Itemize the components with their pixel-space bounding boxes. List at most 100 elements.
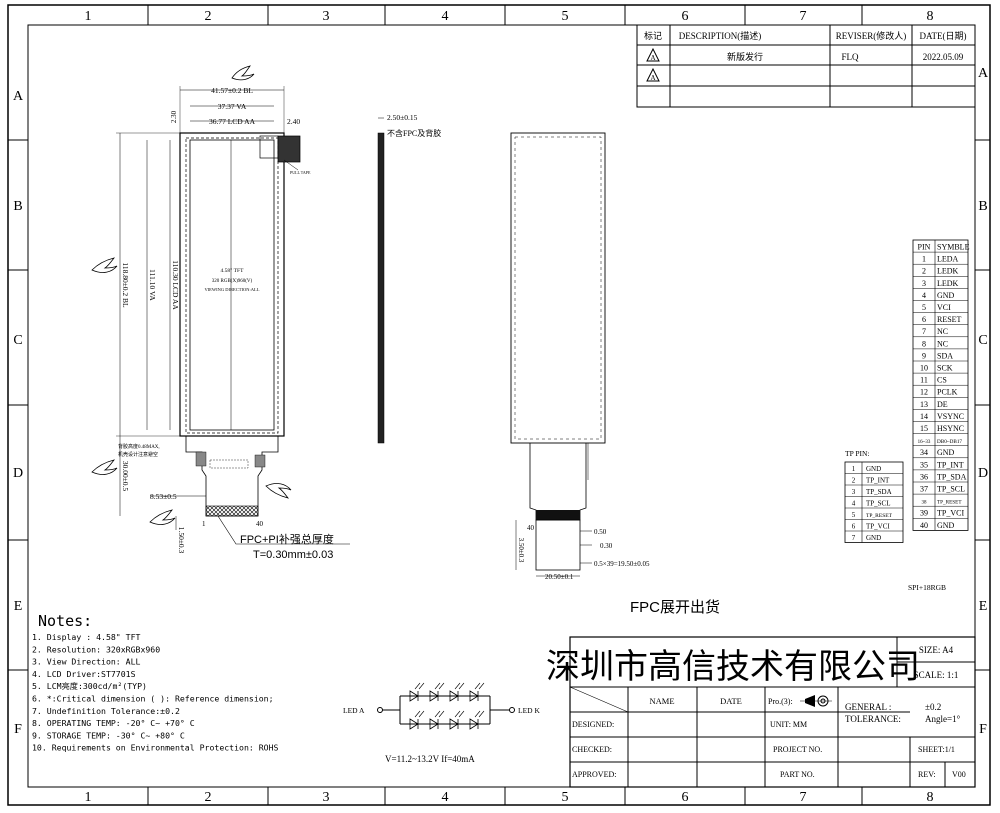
light-emission-icon xyxy=(434,710,445,718)
col-label-3: 3 xyxy=(323,9,330,24)
tp-pin-number: 4 xyxy=(852,500,856,508)
tp-pin-symbol: TP_SCL xyxy=(866,500,891,508)
pin-number: 14 xyxy=(920,412,928,421)
row-label-b: B xyxy=(13,199,22,214)
pin-number: 2 xyxy=(922,267,926,276)
fpc-component xyxy=(254,454,266,468)
screen-view-direction-label: VIEWING DIRECTION:ALL xyxy=(204,287,259,292)
tp-pin-number: 2 xyxy=(852,477,856,485)
projection-label: Pro.(3): xyxy=(768,697,793,706)
pin-symbol: PCLK xyxy=(937,388,958,397)
rev-header-reviser: REVISER(修改人) xyxy=(836,30,907,41)
note-item: 10. Requirements on Environmental Protec… xyxy=(32,743,279,753)
back-fpc-thick-dim: 0.30 xyxy=(600,542,613,550)
pin-symbol: LEDK xyxy=(937,279,959,288)
tp-pin-number: 5 xyxy=(852,511,856,519)
row-ticks xyxy=(8,139,990,671)
note-item: 3. View Direction: ALL xyxy=(32,657,141,667)
notes-title: Notes: xyxy=(38,612,92,630)
rev-mark-2: A xyxy=(650,74,655,82)
led-cathode-label: LED K xyxy=(518,706,540,715)
row-label-f: F xyxy=(14,722,22,737)
col-label-7: 7 xyxy=(800,9,807,24)
note-item: 9. STORAGE TEMP: -30° C~ +80° C xyxy=(32,730,185,740)
row-label-c: C xyxy=(13,333,22,348)
pin-symbol: HSYNC xyxy=(937,424,964,433)
critical-hand-icon xyxy=(231,65,255,81)
general-label: GENERAL : xyxy=(845,702,891,712)
col-label-5-bottom: 5 xyxy=(562,790,569,805)
pin-number: 16~33 xyxy=(918,440,931,445)
pin-symbol: TP_INT xyxy=(937,460,964,469)
pin-number: 9 xyxy=(922,351,926,360)
left-offset-dim: 2.30 xyxy=(170,110,178,123)
designed-label: DESIGNED: xyxy=(572,720,614,729)
side-note: 不含FPC及背胶 xyxy=(387,128,441,138)
right-offset-dim: 2.40 xyxy=(287,117,300,126)
pin-symbol: VCI xyxy=(937,303,951,312)
fpc-note-line1: 背胶高度0.48MAX, xyxy=(118,443,160,450)
project-no-label: PROJECT NO. xyxy=(773,745,822,754)
row-label-b-right: B xyxy=(978,199,987,214)
led-spec: V=11.2~13.2V If=40mA xyxy=(385,754,475,764)
pin-number: 38 xyxy=(922,501,928,506)
back-view: 40 0.50 0.30 0.5×39=19.50±0.05 3.50±0.3 … xyxy=(510,132,650,581)
aa-height-dim: 110.30 LCD AA xyxy=(171,260,180,310)
pull-tape-label: PULL TAPE xyxy=(290,170,311,175)
light-emission-icon xyxy=(434,682,445,690)
pin-symbol: CS xyxy=(937,376,947,385)
note-item: 7. Undefinition Tolerance:±0.2 xyxy=(32,706,180,716)
fpc-thickness-title: FPC+PI补强总厚度 xyxy=(240,532,334,546)
tolerance-label: TOLERANCE: xyxy=(845,714,901,724)
pin-symbol: DB0~DB17 xyxy=(937,439,962,445)
note-item: 1. Display : 4.58" TFT xyxy=(32,632,141,642)
pin-symbol: NC xyxy=(937,327,948,336)
pin-number: 40 xyxy=(920,521,928,530)
col-label-2: 2 xyxy=(205,9,212,24)
pin-number: 11 xyxy=(920,376,928,385)
led-diodes xyxy=(409,682,485,730)
note-item: 8. OPERATING TEMP: -20° C~ +70° C xyxy=(32,718,195,728)
col-label-2-bottom: 2 xyxy=(205,790,212,805)
led-anode-label: LED A xyxy=(343,706,365,715)
pin-number: 4 xyxy=(922,291,926,300)
part-no-label: PART NO. xyxy=(780,770,815,779)
col-label-8: 8 xyxy=(927,9,934,24)
col-label-8-bottom: 8 xyxy=(927,790,934,805)
front-view: PULL TAPE 4.58" TFT 320 RGB(X)960(V) VIE… xyxy=(91,65,350,561)
light-emission-icon xyxy=(454,710,465,718)
led-diode-icon xyxy=(449,718,459,730)
side-view: 2.50±0.15 不含FPC及背胶 xyxy=(377,113,441,444)
pin-symbol: LEDK xyxy=(937,267,959,276)
row-label-d-right: D xyxy=(978,466,988,481)
pin-number: 34 xyxy=(920,448,928,457)
rev-mark-1: A xyxy=(650,54,655,62)
fpc-note-line2: 机壳设计注意避空 xyxy=(118,451,158,458)
row-label-a: A xyxy=(13,89,24,104)
fpc-width-dim: 8.53±0.5 xyxy=(150,492,177,501)
pin-symbol: TP_SDA xyxy=(937,472,967,481)
pull-tape-tab xyxy=(277,135,301,163)
note-item: 6. *:Critical dimension ( ): Reference d… xyxy=(32,694,274,704)
row-label-e: E xyxy=(14,599,23,614)
rev-header-description: DESCRIPTION(描述) xyxy=(679,30,762,41)
fpc-pin-first: 1 xyxy=(202,520,206,528)
pin-symbol: SDA xyxy=(937,351,953,360)
pin-number: 35 xyxy=(920,460,928,469)
fpc-thickness-value: T=0.30mm±0.03 xyxy=(253,549,333,561)
tp-pin-symbol: TP_VCI xyxy=(866,523,890,531)
pin-symbol: SCK xyxy=(937,364,953,373)
revision-table: 标记 DESCRIPTION(描述) REVISER(修改人) DATE(日期)… xyxy=(636,24,976,108)
tp-pin-number: 6 xyxy=(852,523,856,531)
tp-pin-symbol: TP_INT xyxy=(866,477,890,485)
back-finger-length-dim: 3.50±0.3 xyxy=(517,538,525,563)
title-block: 深圳市高信技术有限公司 SIZE: A4 SCALE: 1:1 NAME DAT… xyxy=(546,636,976,788)
pin-symbol: VSYNC xyxy=(937,412,964,421)
pin-number: 36 xyxy=(920,472,928,481)
critical-hand-icon xyxy=(149,509,176,525)
pin-number: 12 xyxy=(920,388,928,397)
interface-label: SPI+18RGB xyxy=(908,583,946,592)
